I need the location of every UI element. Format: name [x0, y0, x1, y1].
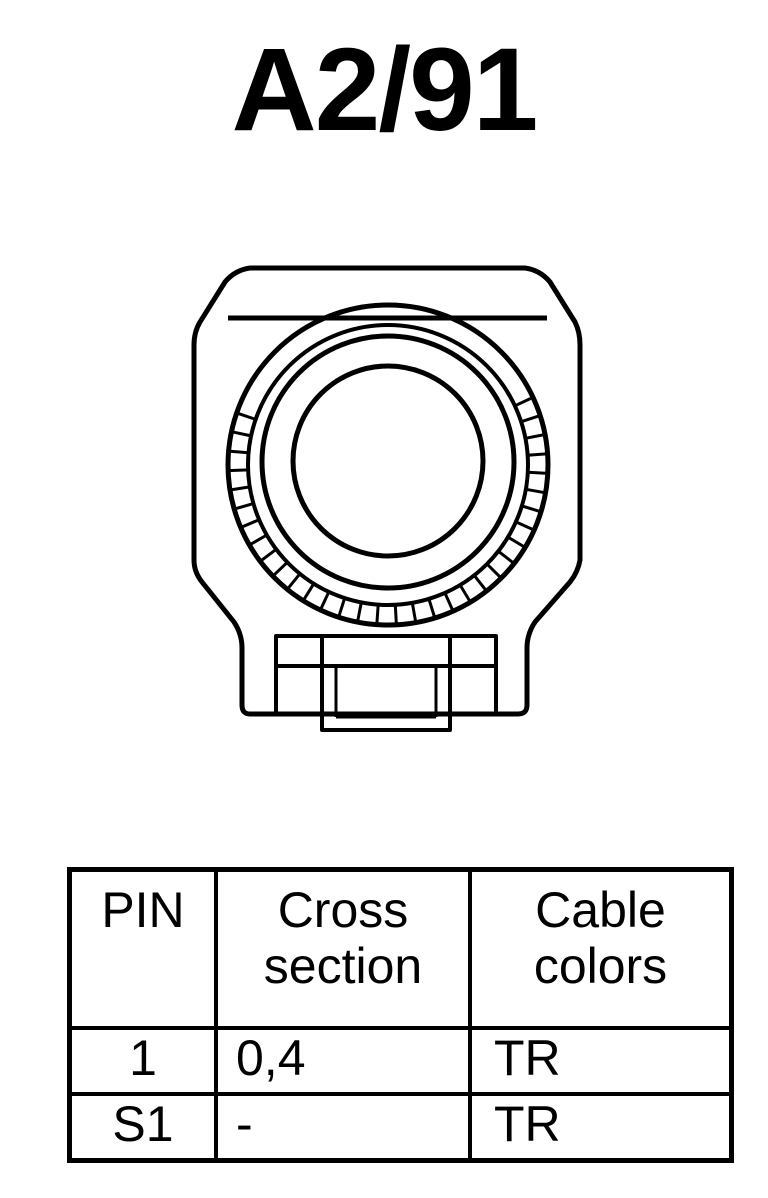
- knurl-tick: [259, 548, 278, 563]
- knurl-tick: [507, 535, 526, 549]
- knurl-tick: [473, 574, 488, 593]
- table-row: 1 0,4 TR: [67, 1026, 734, 1096]
- knurl-tick: [515, 520, 535, 532]
- knurl-tick: [286, 572, 302, 591]
- cell-cross-section: -: [214, 1092, 472, 1163]
- diagram-title: A2/91: [231, 24, 539, 156]
- connector-knurl-ring: [246, 323, 530, 607]
- header-cross-section: Cross section: [214, 867, 472, 1030]
- table-row: S1 - TR: [67, 1092, 734, 1163]
- knurl-tick: [375, 604, 380, 625]
- knurl-tick: [229, 485, 250, 492]
- knurl-tick: [410, 602, 418, 623]
- knurl-tick: [233, 502, 254, 511]
- header-cross-section-line1: Cross: [277, 882, 409, 938]
- header-cable-colors-line2: colors: [533, 938, 668, 994]
- connector-middle-ring: [259, 333, 517, 591]
- knurl-tick: [356, 602, 363, 623]
- knurl-tick: [497, 550, 516, 565]
- knurl-ticks: [228, 396, 548, 625]
- knurl-tick: [525, 433, 546, 440]
- knurl-tick: [521, 504, 542, 514]
- knurl-tick: [458, 584, 472, 603]
- cell-cross-section: 0,4: [214, 1026, 472, 1096]
- knurl-tick: [393, 604, 398, 625]
- header-cable-colors-line1: Cable: [535, 882, 666, 938]
- connector-socket: [290, 363, 486, 559]
- knurl-tick: [319, 591, 331, 611]
- knurl-tick: [527, 470, 548, 475]
- knurl-tick: [337, 597, 347, 618]
- knurl-tick: [240, 518, 260, 529]
- knurl-tick: [228, 468, 249, 473]
- connector-drawing: [191, 265, 583, 732]
- knurl-tick: [248, 533, 268, 547]
- header-cable-colors: Cable colors: [468, 867, 734, 1030]
- connector-outer-ring: [225, 302, 551, 628]
- knurl-tick: [427, 598, 437, 619]
- knurl-tick: [527, 452, 548, 457]
- knurl-tick: [228, 449, 249, 455]
- knurl-tick: [520, 414, 541, 424]
- cell-cable-color: TR: [468, 1026, 734, 1096]
- knurl-tick: [271, 561, 289, 578]
- knurl-tick: [485, 562, 503, 580]
- header-pin: PIN: [67, 867, 218, 1030]
- pin-table-header-row: PIN Cross section Cable colors: [67, 867, 734, 1030]
- cell-pin: S1: [67, 1092, 218, 1163]
- knurl-tick: [443, 592, 455, 612]
- pin-table: PIN Cross section Cable colors 1 0,4 TR …: [67, 867, 734, 1163]
- header-cross-section-line2: section: [263, 938, 423, 994]
- cell-cable-color: TR: [468, 1092, 734, 1163]
- knurl-tick: [301, 582, 316, 602]
- knurl-tick: [514, 396, 534, 408]
- cell-pin: 1: [67, 1026, 218, 1096]
- knurl-tick: [525, 487, 546, 495]
- locking-tab-frame: [274, 634, 498, 716]
- knurl-tick: [236, 411, 257, 421]
- locking-tab-latch: [320, 664, 452, 732]
- knurl-tick: [231, 430, 252, 438]
